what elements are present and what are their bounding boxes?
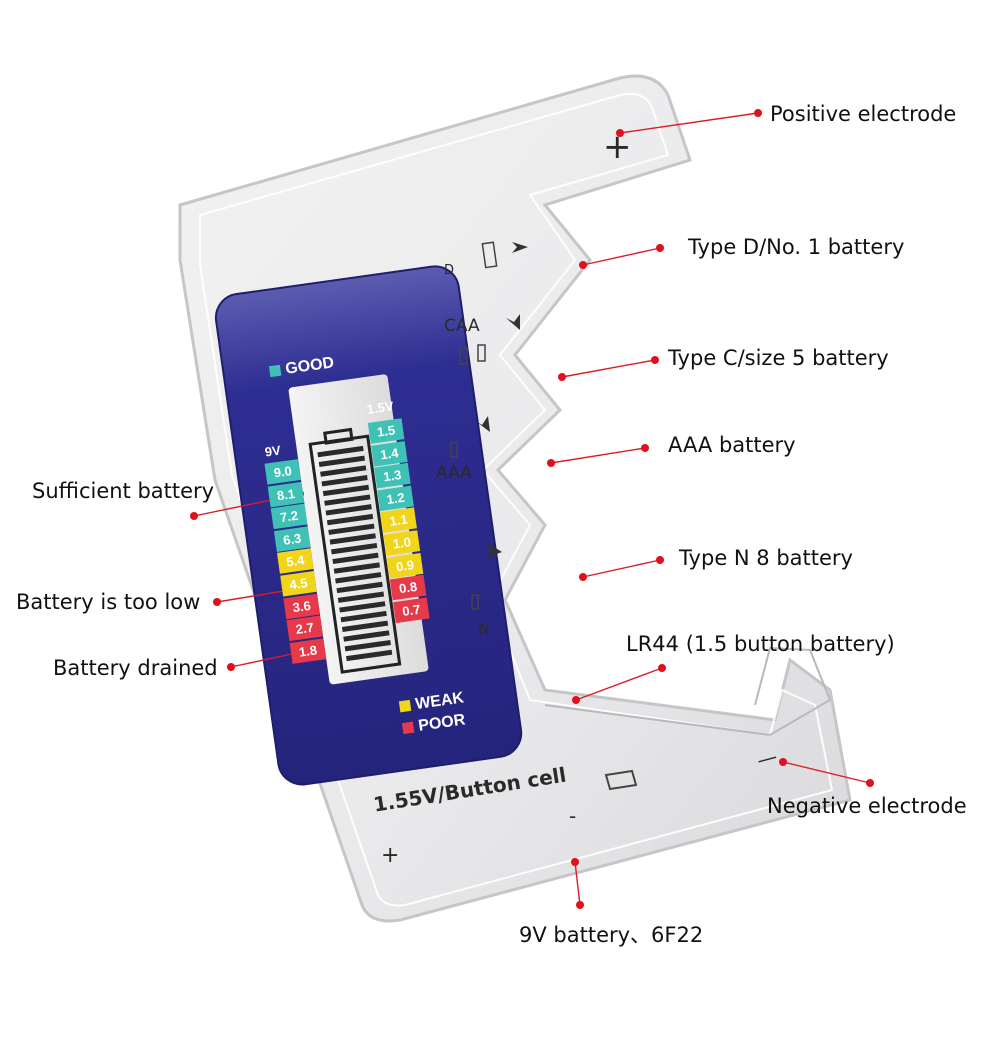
callout-positive-electrode: Positive electrode xyxy=(770,102,957,126)
battery-level-bar xyxy=(337,591,385,603)
battery-level-bar xyxy=(346,649,393,662)
battery-level-bar xyxy=(317,445,364,458)
battery-level-bar xyxy=(331,542,378,555)
slot-caa-label: CAA xyxy=(444,316,480,336)
left-scale-cell: 2.7 xyxy=(286,615,324,642)
battery-level-bar xyxy=(332,552,379,565)
callout-9v-battery: 9V battery、6F22 xyxy=(519,923,704,947)
right-scale-cell: 1.4 xyxy=(370,440,408,467)
right-scale-cell: 1.2 xyxy=(377,485,414,511)
plus-bottom: + xyxy=(381,843,400,868)
callout-type-c: Type C/size 5 battery xyxy=(668,346,889,370)
battery-level-bar xyxy=(326,513,374,526)
battery-level-bar xyxy=(329,533,376,545)
left-scale-cell: 9.0 xyxy=(264,459,302,485)
callout-type-d: Type D/No. 1 battery xyxy=(688,235,905,259)
good-swatch xyxy=(268,364,282,378)
minus-small: - xyxy=(569,804,577,828)
header-9v: 9V xyxy=(263,442,282,460)
callout-negative-electrode: Negative electrode xyxy=(767,794,967,818)
battery-level-bar xyxy=(343,630,390,642)
left-scale-cell: 8.1 xyxy=(267,481,305,507)
right-scale-cell: 0.7 xyxy=(392,597,430,623)
callout-lr44: LR44 (1.5 button battery) xyxy=(626,632,895,656)
weak-swatch xyxy=(398,699,412,713)
poor-swatch xyxy=(401,721,415,735)
left-scale-cell: 6.3 xyxy=(273,526,311,552)
right-scale-cell: 1.1 xyxy=(380,507,417,534)
battery-level-bar xyxy=(344,640,391,652)
poor-legend: POOR xyxy=(401,711,466,737)
left-scale-cell: 4.5 xyxy=(280,570,317,597)
slot-aaa-label: AAA xyxy=(436,463,472,483)
left-scale-cell: 3.6 xyxy=(283,593,320,619)
right-scale-cell: 1.3 xyxy=(374,463,411,489)
header-1-5v: 1.5V xyxy=(365,398,395,417)
callout-drained: Battery drained xyxy=(53,656,218,680)
left-scale-cell: 1.8 xyxy=(289,638,327,664)
battery-level-bar xyxy=(320,465,367,477)
callout-too-low: Battery is too low xyxy=(16,590,201,614)
battery-level-bar xyxy=(328,523,375,535)
battery-level-bar xyxy=(321,475,368,487)
battery-level-bar xyxy=(325,504,372,516)
battery-level-bar xyxy=(318,455,366,467)
battery-level-bar xyxy=(341,620,389,632)
battery-level-bar xyxy=(340,610,387,623)
left-scale-cell: 7.2 xyxy=(270,503,308,530)
battery-level-bar xyxy=(339,601,386,613)
callout-type-n: Type N 8 battery xyxy=(679,546,853,570)
right-scale-cell: 0.8 xyxy=(389,574,427,601)
battery-level-bar xyxy=(336,581,383,594)
battery-level-bar xyxy=(333,562,381,574)
right-scale-cell: 1.0 xyxy=(383,530,421,556)
slot-d-label: D xyxy=(444,263,455,278)
right-scale-cell: 0.9 xyxy=(386,552,424,579)
slot-n-label: N xyxy=(478,620,490,638)
right-scale-cell: 1.5 xyxy=(367,418,405,444)
good-legend: GOOD xyxy=(268,354,335,380)
battery-level-bar xyxy=(335,572,382,584)
callout-sufficient: Sufficient battery xyxy=(32,479,215,503)
plus-top: + xyxy=(603,127,632,167)
left-scale-cell: 5.4 xyxy=(277,548,314,575)
callout-aaa: AAA battery xyxy=(668,433,796,457)
battery-level-bar xyxy=(324,494,371,506)
battery-level-bar xyxy=(322,484,370,497)
weak-legend: WEAK xyxy=(398,689,465,715)
